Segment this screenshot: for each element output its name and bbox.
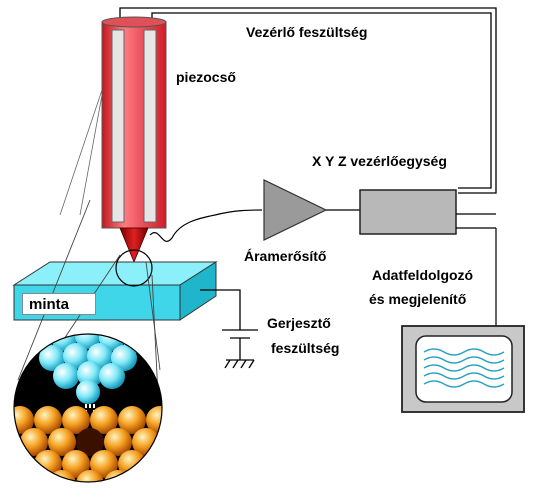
- xyz-controller-label: X Y Z vezérlőegység: [312, 153, 447, 169]
- bias-voltage-label-line1: Gerjesztő: [267, 315, 331, 331]
- stm-tip: [119, 227, 149, 264]
- current-amplifier: [263, 179, 328, 241]
- bias-voltage-circuit: [200, 289, 258, 369]
- xyz-controller-box: [359, 189, 457, 235]
- control-voltage-wires: [119, 7, 497, 194]
- tip-to-amplifier-wire: [149, 209, 263, 242]
- bias-voltage-label-line2: feszültség: [271, 340, 340, 356]
- control-voltage-label: Vezérlő feszültség: [246, 24, 368, 40]
- sample-label: minta: [22, 293, 96, 315]
- tube-guide-lines: [59, 89, 103, 216]
- atomic-zoom-view: [14, 334, 162, 482]
- current-amplifier-label: Áramerősítő: [244, 248, 327, 264]
- display-monitor: [401, 325, 525, 413]
- data-processor-label-line2: és megjelenítő: [369, 291, 467, 307]
- data-processor-label-line1: Adatfeldolgozó: [372, 267, 474, 283]
- tip-zoom-marker: [115, 249, 153, 287]
- piezo-tube-label: piezocső: [176, 69, 236, 85]
- piezo-tube: [101, 16, 167, 229]
